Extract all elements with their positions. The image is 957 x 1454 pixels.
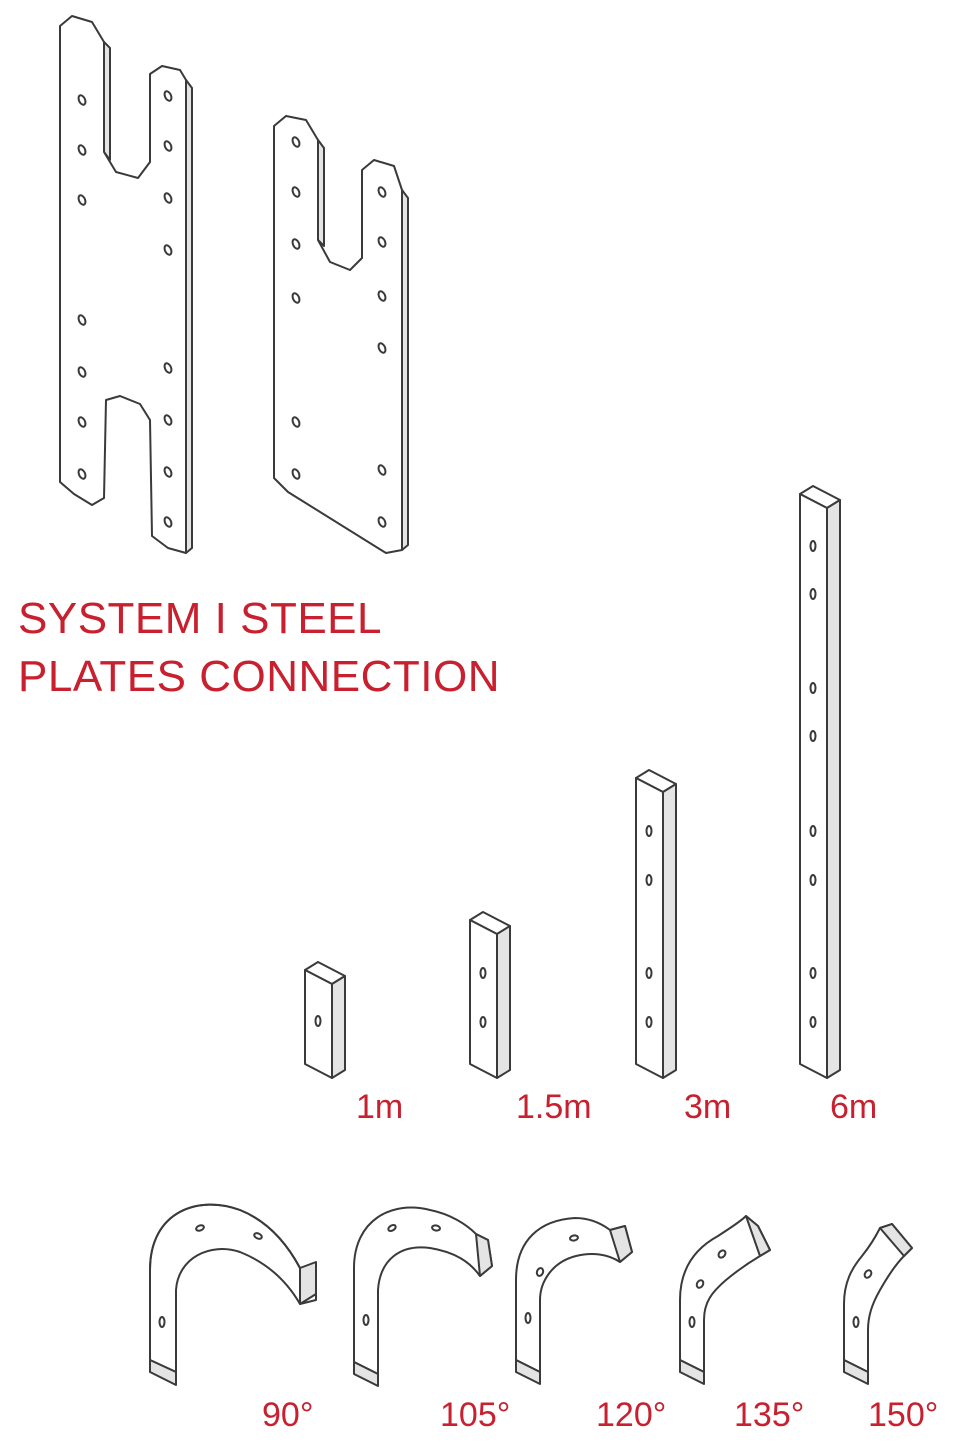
title-line-2: PLATES CONNECTION xyxy=(18,652,500,701)
u-steel-plate xyxy=(273,115,409,554)
angle-label-150: 150° xyxy=(868,1396,939,1434)
angle-label-120: 120° xyxy=(596,1396,667,1434)
length-label-3m: 3m xyxy=(684,1088,732,1126)
h-steel-plate xyxy=(59,15,193,554)
bent-element-90 xyxy=(149,1203,317,1386)
length-label-1-5m: 1.5m xyxy=(516,1088,592,1126)
straight-bar-1m xyxy=(304,961,346,1079)
length-label-1m: 1m xyxy=(356,1088,404,1126)
bent-element-135 xyxy=(679,1215,771,1385)
straight-bar-3m xyxy=(635,769,677,1079)
straight-bar-1-5m xyxy=(469,911,511,1079)
angle-label-90: 90° xyxy=(262,1396,314,1434)
diagram-title: SYSTEM I STEEL PLATES CONNECTION xyxy=(18,590,500,706)
angle-label-135: 135° xyxy=(734,1396,805,1434)
title-line-1: SYSTEM I STEEL xyxy=(18,594,382,643)
length-label-6m: 6m xyxy=(830,1088,878,1126)
bent-element-105 xyxy=(353,1206,493,1387)
bent-element-120 xyxy=(515,1217,633,1385)
bent-element-150 xyxy=(843,1223,913,1385)
straight-bar-6m xyxy=(799,485,841,1079)
angle-label-105: 105° xyxy=(440,1396,511,1434)
